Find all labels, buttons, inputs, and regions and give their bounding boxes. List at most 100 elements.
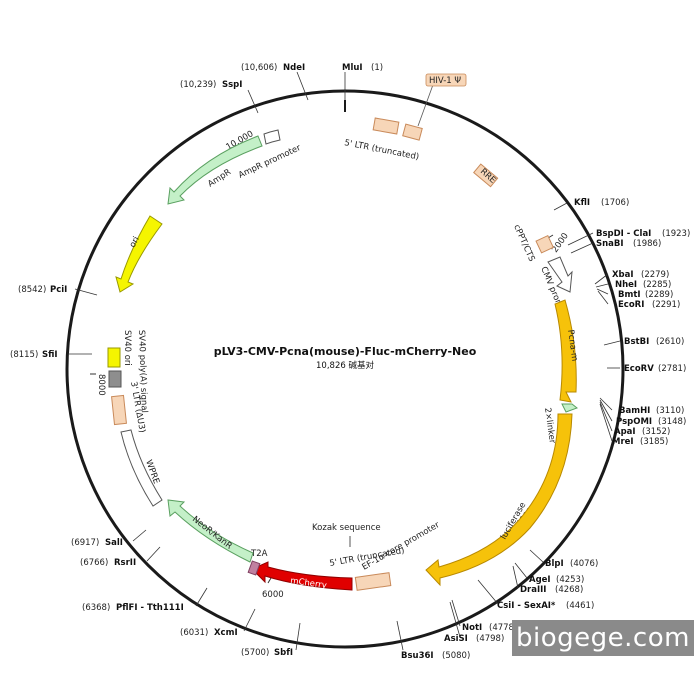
feature-neor[interactable] (167, 499, 254, 563)
site-sspi[interactable]: SspI (222, 80, 242, 90)
site-bstbi[interactable]: BstBI (624, 337, 649, 347)
site-agei[interactable]: AgeI (529, 575, 551, 585)
site-asisi[interactable]: AsiSI (444, 634, 468, 644)
site-draiii-pos: (4268) (555, 585, 583, 595)
site-sbfi-pos: (5700) (241, 648, 269, 658)
site-pcii[interactable]: PciI (50, 285, 67, 295)
site-noti-pos: (4778) (489, 623, 517, 633)
site-kfli-pos: (1706) (601, 198, 629, 208)
label-linker: 2×linker (542, 407, 557, 445)
site-xcmi[interactable]: XcmI (214, 628, 238, 638)
site-mlui[interactable]: MluI (342, 63, 363, 73)
watermark-logo: biogege.com (512, 620, 694, 656)
site-ecori[interactable]: EcoRI (618, 300, 644, 310)
site-pflfi-pos: (6368) (82, 603, 110, 613)
site-nhei-pos: (2285) (643, 280, 671, 290)
site-bamhi[interactable]: BamHI (619, 406, 650, 416)
site-nhei[interactable]: NheI (615, 280, 637, 290)
feature-ampr-promoter[interactable] (263, 129, 281, 145)
label-sv40-polya: SV40 poly(A) signal (136, 330, 149, 413)
site-kfli[interactable]: KflI (574, 198, 590, 208)
label-hiv-psi: HIV-1 Ψ (429, 76, 461, 86)
label-t2a: T2A (250, 549, 268, 559)
site-apai[interactable]: ApaI (614, 427, 636, 437)
site-mrei-pos: (3185) (640, 437, 668, 447)
feature-pcna[interactable] (554, 299, 577, 403)
label-5ltr-truncated-top: 5' LTR (truncated) (343, 138, 419, 162)
feature-linker-marker[interactable] (561, 403, 579, 413)
site-sali[interactable]: SalI (105, 538, 123, 548)
site-pspomi[interactable]: PspOMI (616, 417, 652, 427)
site-csii-sexai-pos: (4461) (566, 601, 594, 611)
site-bmti-pos: (2289) (645, 290, 673, 300)
site-sbfi[interactable]: SbfI (274, 648, 293, 658)
site-snabi[interactable]: SnaBI (596, 239, 624, 249)
site-ndei-pos: (10,606) (241, 63, 277, 73)
site-mlui-pos: (1) (371, 63, 383, 73)
label-sv40-ori: SV40 ori (122, 330, 132, 366)
site-ecorv-pos: (2781) (658, 364, 686, 374)
tick-label-6000: 6000 (262, 590, 284, 600)
site-bstbi-pos: (2610) (656, 337, 684, 347)
site-xcmi-pos: (6031) (180, 628, 208, 638)
feature-sv40-ori[interactable] (107, 347, 121, 368)
site-ecorv[interactable]: EcoRV (624, 364, 654, 374)
feature-rre[interactable] (473, 163, 499, 188)
feature-sv40-polya[interactable] (108, 370, 122, 388)
site-asisi-pos: (4798) (476, 634, 504, 644)
feature-wpre[interactable] (120, 429, 163, 507)
feature-mcherry[interactable] (251, 561, 353, 591)
site-snabi-pos: (1986) (633, 239, 661, 249)
label-cppt: cPPT/CTS (511, 223, 536, 263)
site-pspomi-pos: (3148) (658, 417, 686, 427)
feature-cppt[interactable] (535, 234, 554, 254)
site-bsu36i-pos: (5080) (442, 651, 470, 661)
site-ecori-pos: (2291) (652, 300, 680, 310)
site-noti[interactable]: NotI (462, 623, 482, 633)
site-ndei[interactable]: NdeI (283, 63, 305, 73)
site-labels: MluI (1) (10,606) NdeI (10,239) SspI Kfl… (10, 63, 690, 661)
plasmid-length: 10,826 碱基对 (316, 360, 374, 371)
site-rsrii[interactable]: RsrII (114, 558, 136, 568)
label-pcna: Pcna-m (565, 329, 579, 362)
site-bspdi-clai[interactable]: BspDI - ClaI (596, 229, 651, 239)
site-xbai-pos: (2279) (641, 270, 669, 280)
site-sfii[interactable]: SfiI (42, 350, 58, 360)
site-agei-pos: (4253) (556, 575, 584, 585)
feature-ori[interactable] (115, 215, 163, 293)
feature-cmv-promoter[interactable] (547, 256, 573, 293)
tick-label-8000: 8000 (96, 374, 106, 396)
feature-luciferase[interactable] (425, 413, 573, 587)
site-sali-pos: (6917) (71, 538, 99, 548)
site-rsrii-pos: (6766) (80, 558, 108, 568)
site-bmti[interactable]: BmtI (618, 290, 641, 300)
site-blpi[interactable]: BlpI (545, 559, 564, 569)
label-neor: NeoR/KanR (190, 514, 234, 551)
label-rre: RRE (478, 167, 497, 186)
site-pflfi[interactable]: PflFI - Tth111I (116, 603, 184, 613)
site-sfii-pos: (8115) (10, 350, 38, 360)
label-ori: ori (128, 235, 142, 249)
site-bsu36i[interactable]: Bsu36I (401, 651, 434, 661)
site-csii-sexai[interactable]: CsiI - SexAI* (497, 601, 556, 611)
site-blpi-pos: (4076) (570, 559, 598, 569)
site-bamhi-pos: (3110) (656, 406, 684, 416)
site-draiii[interactable]: DraIII (520, 585, 546, 595)
tick-label-2000: 2000 (550, 231, 571, 254)
site-bspdi-clai-pos: (1923) (662, 229, 690, 239)
site-xbai[interactable]: XbaI (612, 270, 634, 280)
hiv-psi-leader (417, 81, 435, 127)
feature-ampr[interactable] (167, 135, 263, 205)
site-sspi-pos: (10,239) (180, 80, 216, 90)
restriction-sites (68, 71, 621, 651)
feature-3ltr[interactable] (111, 394, 127, 426)
hiv-psi-box (425, 73, 467, 87)
feature-t2a[interactable] (247, 560, 261, 576)
feature-5ltr-truncated-bottom[interactable] (354, 572, 392, 591)
site-mrei[interactable]: MreI (612, 437, 634, 447)
feature-5ltr-truncated-top[interactable] (372, 117, 423, 141)
site-apai-pos: (3152) (642, 427, 670, 437)
plasmid-title: pLV3-CMV-Pcna(mouse)-Fluc-mCherry-Neo (214, 345, 477, 358)
site-pcii-pos: (8542) (18, 285, 46, 295)
